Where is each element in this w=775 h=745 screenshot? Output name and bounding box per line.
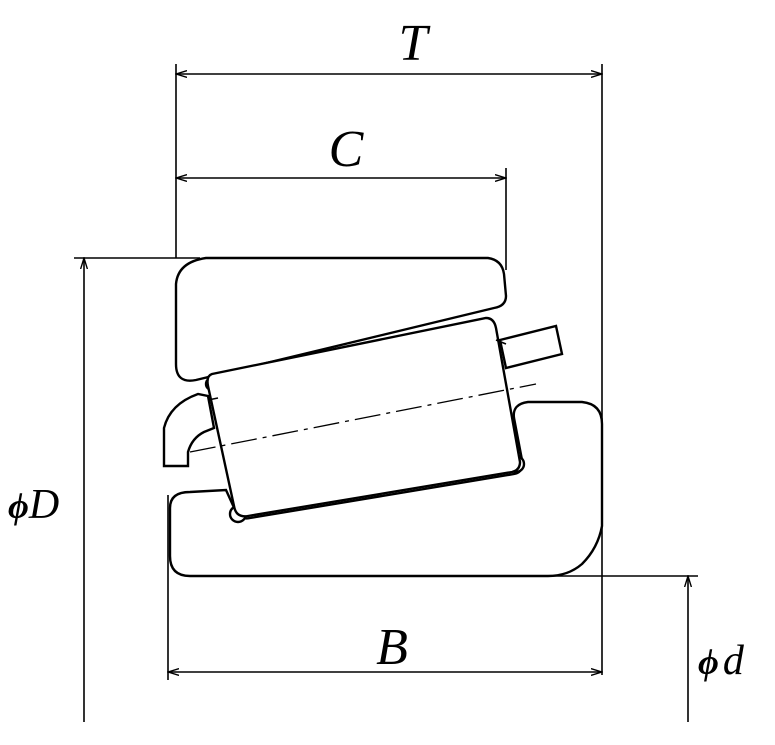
letter-D: D (28, 482, 59, 528)
phi-symbol-d: ϕ (698, 642, 719, 682)
letter-d: d (723, 638, 745, 684)
roller-axis (189, 383, 537, 453)
roller-chamfer-top (495, 339, 507, 345)
cage-left (162, 392, 216, 468)
label-T: T (399, 15, 431, 72)
cage-right (498, 324, 564, 370)
outer-ring (174, 256, 508, 382)
tapered-roller (206, 316, 522, 518)
extension-lines (74, 64, 698, 680)
label-phi-d: ϕd (698, 638, 745, 684)
dimension-lines (84, 74, 688, 722)
inner-ring (168, 400, 604, 578)
label-B: B (376, 619, 408, 676)
label-phi-D: ϕD (8, 482, 59, 528)
phi-symbol-D: ϕ (8, 486, 29, 526)
roller-chamfer-left (207, 397, 219, 401)
label-C: C (329, 121, 365, 178)
